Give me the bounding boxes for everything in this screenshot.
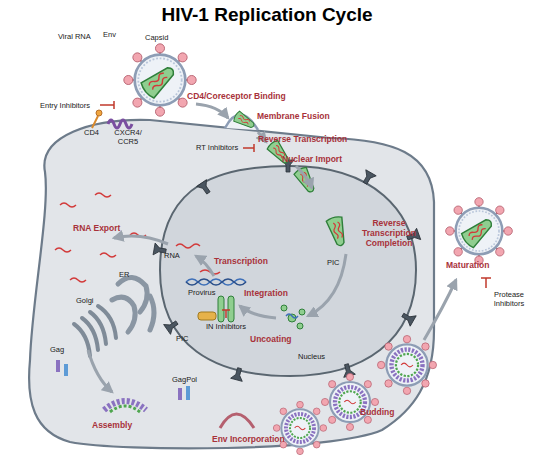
illustration-part — [222, 309, 230, 311]
illustration-part — [64, 364, 68, 376]
illustration-part — [56, 360, 60, 372]
viral-rna — [55, 193, 200, 282]
illustration-part — [228, 296, 234, 322]
illustration-part — [113, 101, 115, 109]
part-label: Entry Inhibitors — [40, 101, 90, 110]
part-label: PIC — [176, 334, 189, 343]
illustration-part — [186, 386, 190, 400]
diagram-title: HIV-1 Replication Cycle — [0, 4, 534, 26]
coreceptor — [108, 120, 132, 128]
part-label: RNA — [164, 251, 180, 260]
illustration-part — [88, 350, 112, 392]
mature-virion — [446, 198, 513, 265]
illustration-part — [176, 244, 200, 248]
step-label: Nuclear Import — [282, 154, 342, 164]
provirus-dna — [186, 270, 246, 285]
budding-virion — [377, 335, 436, 394]
illustration-part — [186, 279, 246, 285]
inhibitor-symbols — [100, 101, 491, 318]
illustration-part — [225, 310, 227, 318]
part-label: CXCR4/ CCR5 — [114, 128, 142, 146]
illustration-part — [114, 236, 168, 244]
cell-membrane — [29, 120, 434, 449]
illustration-part — [164, 318, 181, 335]
virion — [124, 44, 196, 116]
illustration-part — [198, 312, 216, 320]
step-label: Integration — [244, 288, 288, 298]
part-label: Nucleus — [298, 352, 325, 361]
part-label: Protease Inhibitors — [488, 290, 530, 308]
part-label: IN Inhibitors — [206, 322, 246, 331]
capsid — [233, 111, 257, 131]
step-label: Budding — [360, 407, 394, 417]
illustration-part — [281, 305, 287, 311]
part-label: RT Inhibitors — [196, 143, 238, 152]
part-label: PIC — [327, 258, 340, 267]
part-label: Viral RNA — [58, 32, 91, 41]
step-label: Uncoating — [250, 334, 292, 344]
step-label: Reverse Transcription Completion — [358, 218, 420, 248]
illustration-part — [424, 280, 456, 340]
budding-virion — [321, 373, 378, 430]
illustration-part — [197, 180, 214, 197]
golgi — [74, 306, 116, 356]
illustration-part — [150, 296, 154, 330]
step-label: CD4/Coreceptor Binding — [187, 91, 286, 101]
illustration-part — [299, 309, 305, 315]
illustration-part — [178, 388, 182, 400]
part-label: Gag — [50, 345, 64, 354]
illustration-part — [55, 248, 71, 252]
illustration-part — [92, 116, 98, 128]
illustration-part — [70, 278, 86, 282]
illustration-part — [485, 278, 487, 288]
part-label: Provirus — [188, 288, 216, 297]
step-label: Assembly — [92, 420, 132, 430]
illustration-part — [95, 193, 111, 197]
illustration-part — [100, 104, 114, 106]
illustration-part — [96, 110, 102, 116]
part-label: GagPol — [172, 375, 197, 384]
env-incorporation — [220, 414, 254, 428]
step-label: Membrane Fusion — [257, 111, 330, 121]
illustration-part — [100, 253, 116, 257]
part-label: Golgi — [76, 296, 94, 305]
budding-virion — [273, 401, 326, 454]
capsid — [326, 215, 349, 247]
illustration-part — [253, 144, 255, 152]
illustration-part — [400, 310, 416, 326]
illustration-part — [243, 147, 254, 149]
endoplasmic-reticulum — [112, 277, 154, 332]
nuclear-pores — [153, 160, 421, 381]
illustration-part — [297, 323, 303, 329]
nucleus-envelope — [160, 166, 416, 376]
part-label: ER — [119, 270, 129, 279]
illustration-part — [240, 306, 276, 318]
illustration-part — [296, 166, 312, 188]
illustration-part — [231, 367, 246, 382]
step-label: Env Incorporation — [212, 434, 285, 444]
illustration-part — [196, 104, 228, 118]
illustration-part — [218, 296, 224, 322]
illustration-part — [308, 254, 346, 316]
illustration-part — [98, 306, 116, 338]
step-label: Transcription — [214, 256, 268, 266]
part-label: CD4 — [84, 128, 99, 137]
illustration-part — [196, 256, 214, 276]
gag-proteins — [56, 360, 190, 412]
illustration-part — [60, 203, 76, 207]
capsid — [293, 166, 318, 195]
illustration-part — [186, 279, 246, 285]
part-label: Capsid — [145, 33, 168, 42]
part-label: Env — [103, 30, 116, 39]
illustration-part — [360, 170, 376, 186]
illustration-part — [286, 314, 298, 318]
step-label: RNA Export — [73, 223, 120, 233]
cd4-receptor — [92, 110, 102, 128]
step-label: Reverse Transcription — [258, 134, 347, 144]
step-label: Maturation — [446, 260, 489, 270]
illustration-part — [110, 406, 140, 412]
illustration-part — [481, 277, 491, 279]
